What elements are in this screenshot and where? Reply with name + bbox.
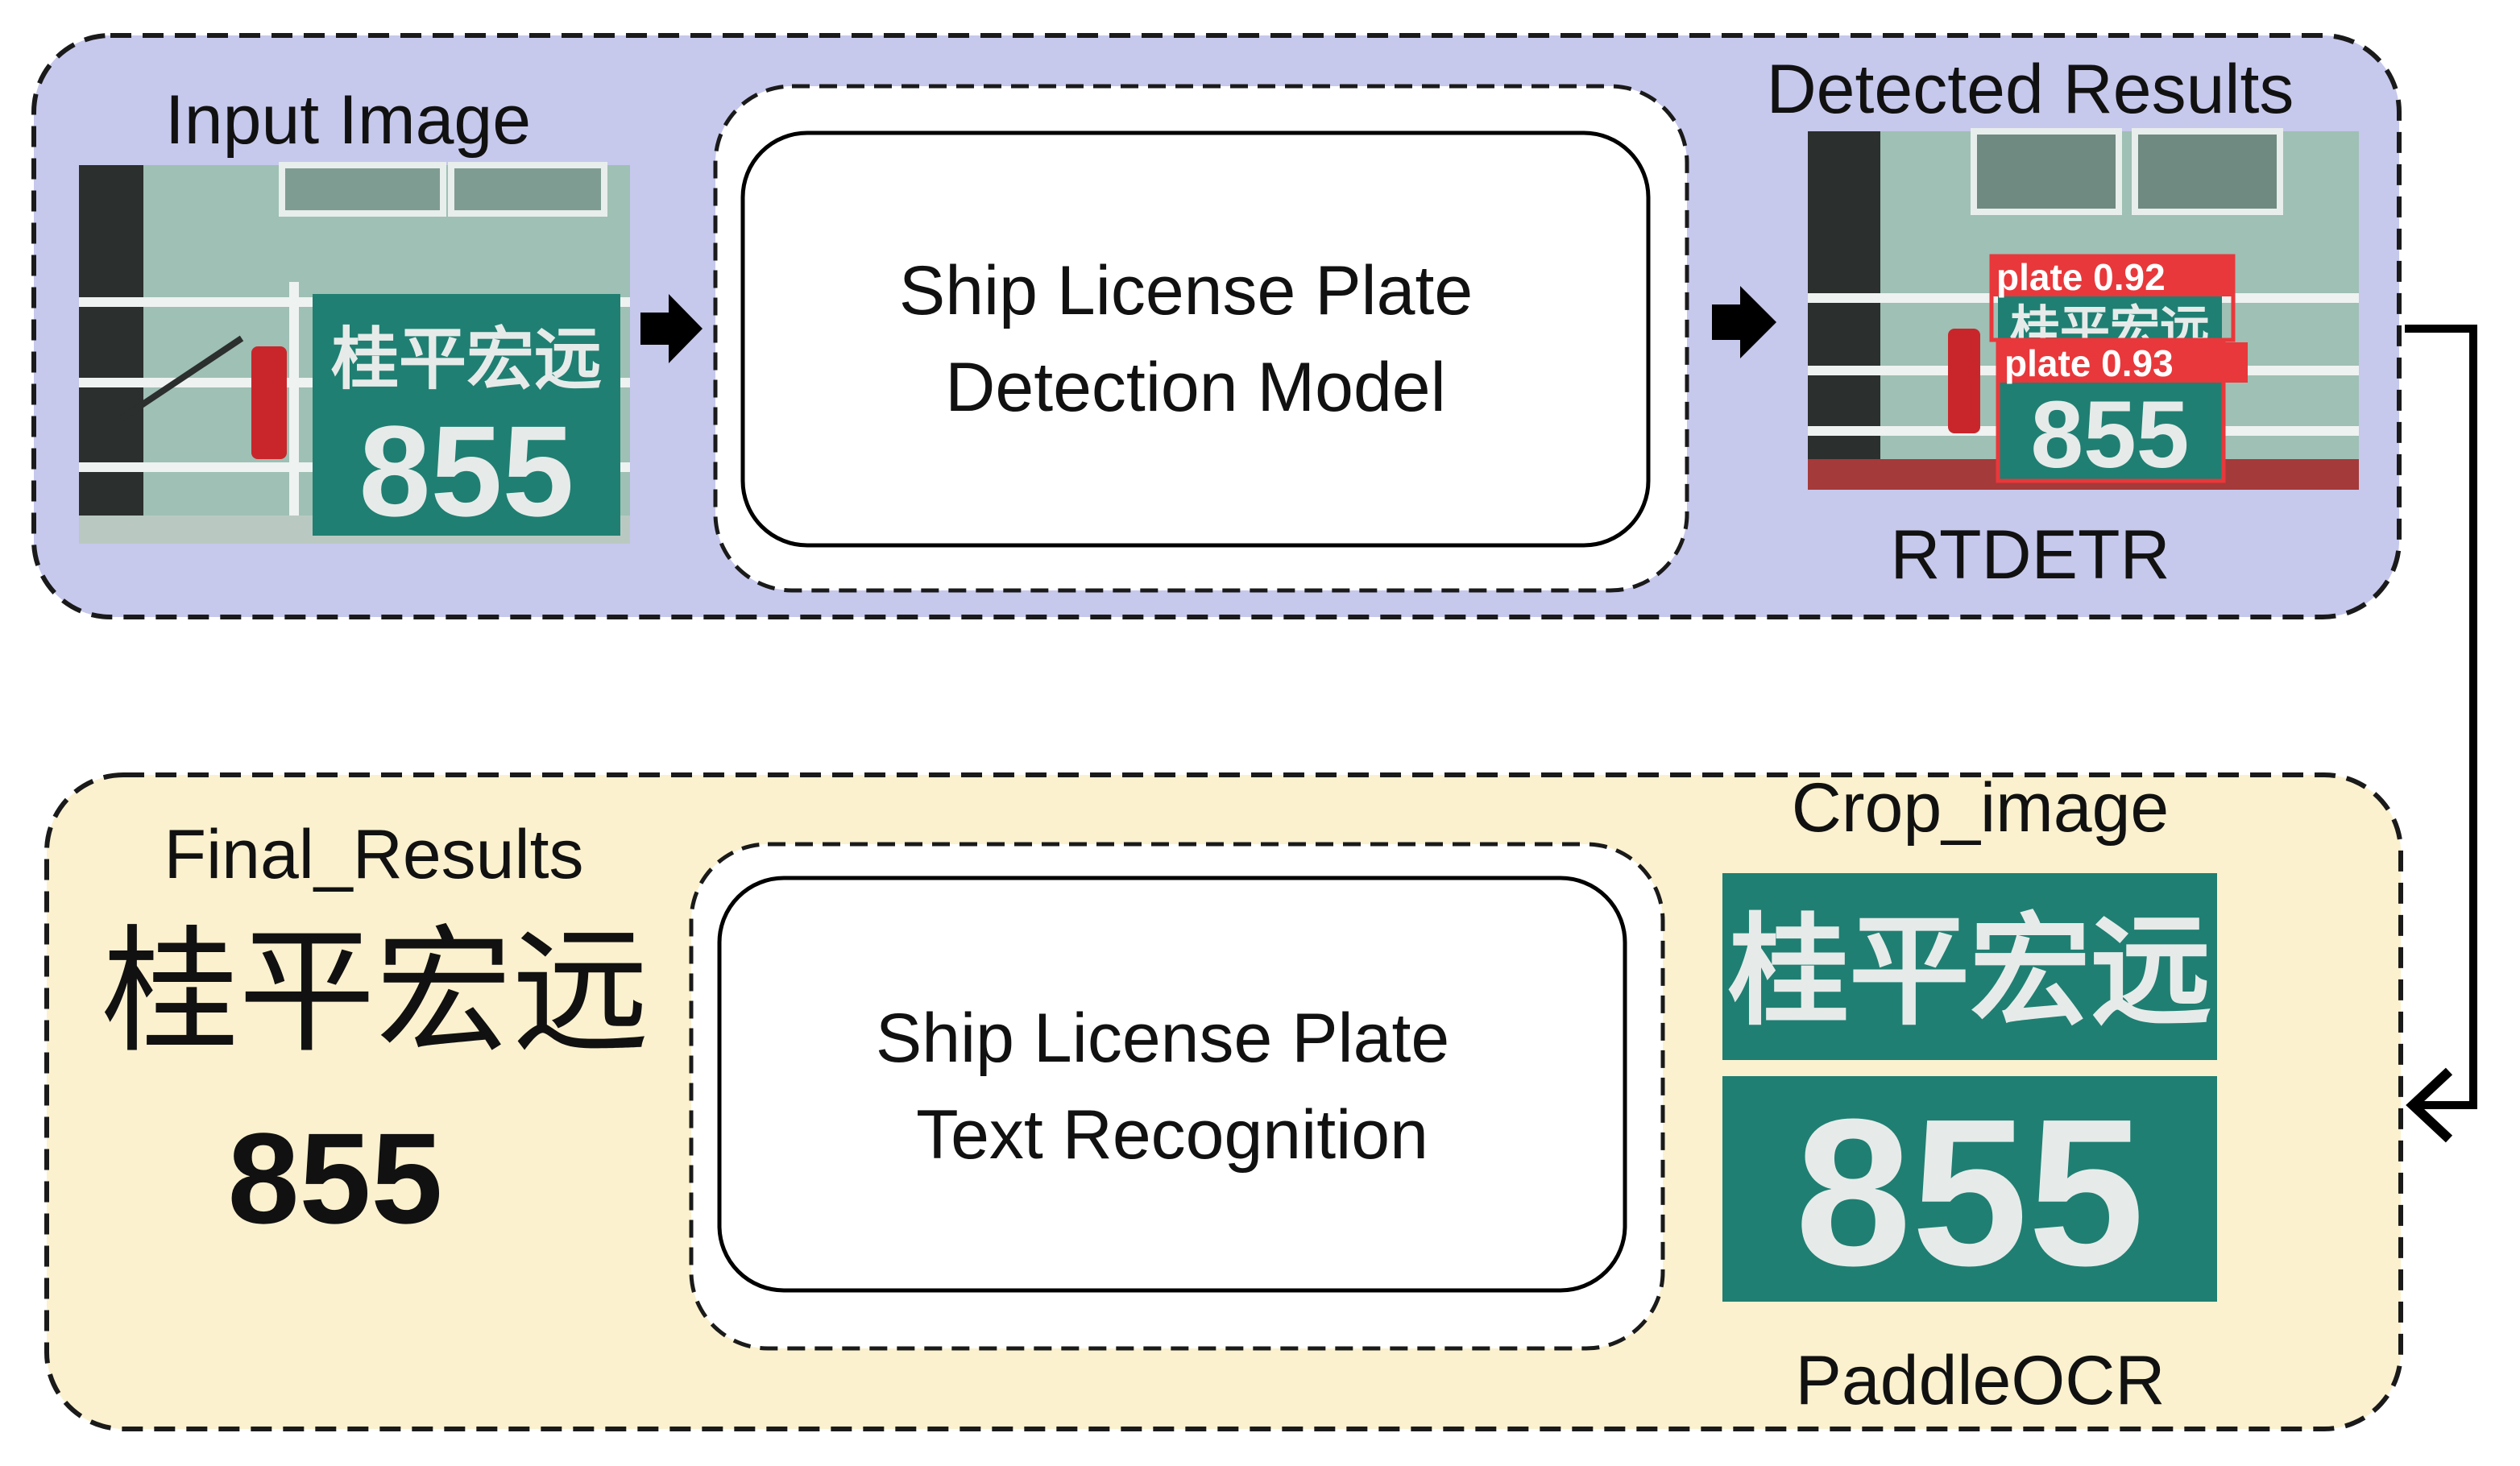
input-image-title: Input Image bbox=[165, 81, 531, 159]
crop-chars: 桂平宏远 bbox=[1728, 902, 2211, 1042]
detection-model-label: Ship License Plate Detection Model bbox=[899, 252, 1492, 426]
results-plate-number: 855 bbox=[2031, 382, 2190, 488]
arrow-left-icon bbox=[2406, 1067, 2453, 1143]
crop-image: 桂平宏远 855 bbox=[1722, 873, 2217, 1310]
paddleocr-label: PaddleOCR bbox=[1796, 1342, 2166, 1419]
final-results-chars: 桂平宏远 bbox=[102, 913, 649, 1072]
input-plate-number: 855 bbox=[359, 399, 574, 543]
results-plate bbox=[1998, 290, 2222, 479]
detection-label-1: plate 0.92 bbox=[1996, 256, 2166, 298]
crop-number: 855 bbox=[1795, 1076, 2145, 1310]
detection-model-box bbox=[740, 130, 1651, 548]
input-image: 桂平宏远 855 bbox=[79, 162, 630, 544]
detected-results-image: 桂平宏远 855 plate 0.92 plate 0.93 bbox=[1808, 128, 2359, 490]
arrow-right-icon bbox=[1712, 286, 1776, 358]
crop-image-title: Crop_image bbox=[1792, 769, 2169, 847]
input-plate bbox=[313, 294, 620, 536]
crop-chars-image bbox=[1722, 873, 2217, 1060]
detected-results-title: Detected Results bbox=[1767, 51, 2294, 128]
final-results-number: 855 bbox=[228, 1106, 443, 1250]
detection-label-2: plate 0.93 bbox=[2004, 342, 2174, 384]
recognition-model-label: Ship License Plate Text Recognition bbox=[876, 1000, 1469, 1174]
final-results-title: Final_Results bbox=[164, 816, 584, 893]
rtdetr-label: RTDETR bbox=[1890, 516, 2170, 594]
arrow-right-icon bbox=[640, 294, 703, 363]
recognition-model-box bbox=[717, 876, 1627, 1293]
connector-arrow bbox=[2405, 325, 2477, 1109]
crop-number-image bbox=[1722, 1076, 2217, 1302]
input-plate-chars: 桂平宏远 bbox=[331, 320, 602, 399]
